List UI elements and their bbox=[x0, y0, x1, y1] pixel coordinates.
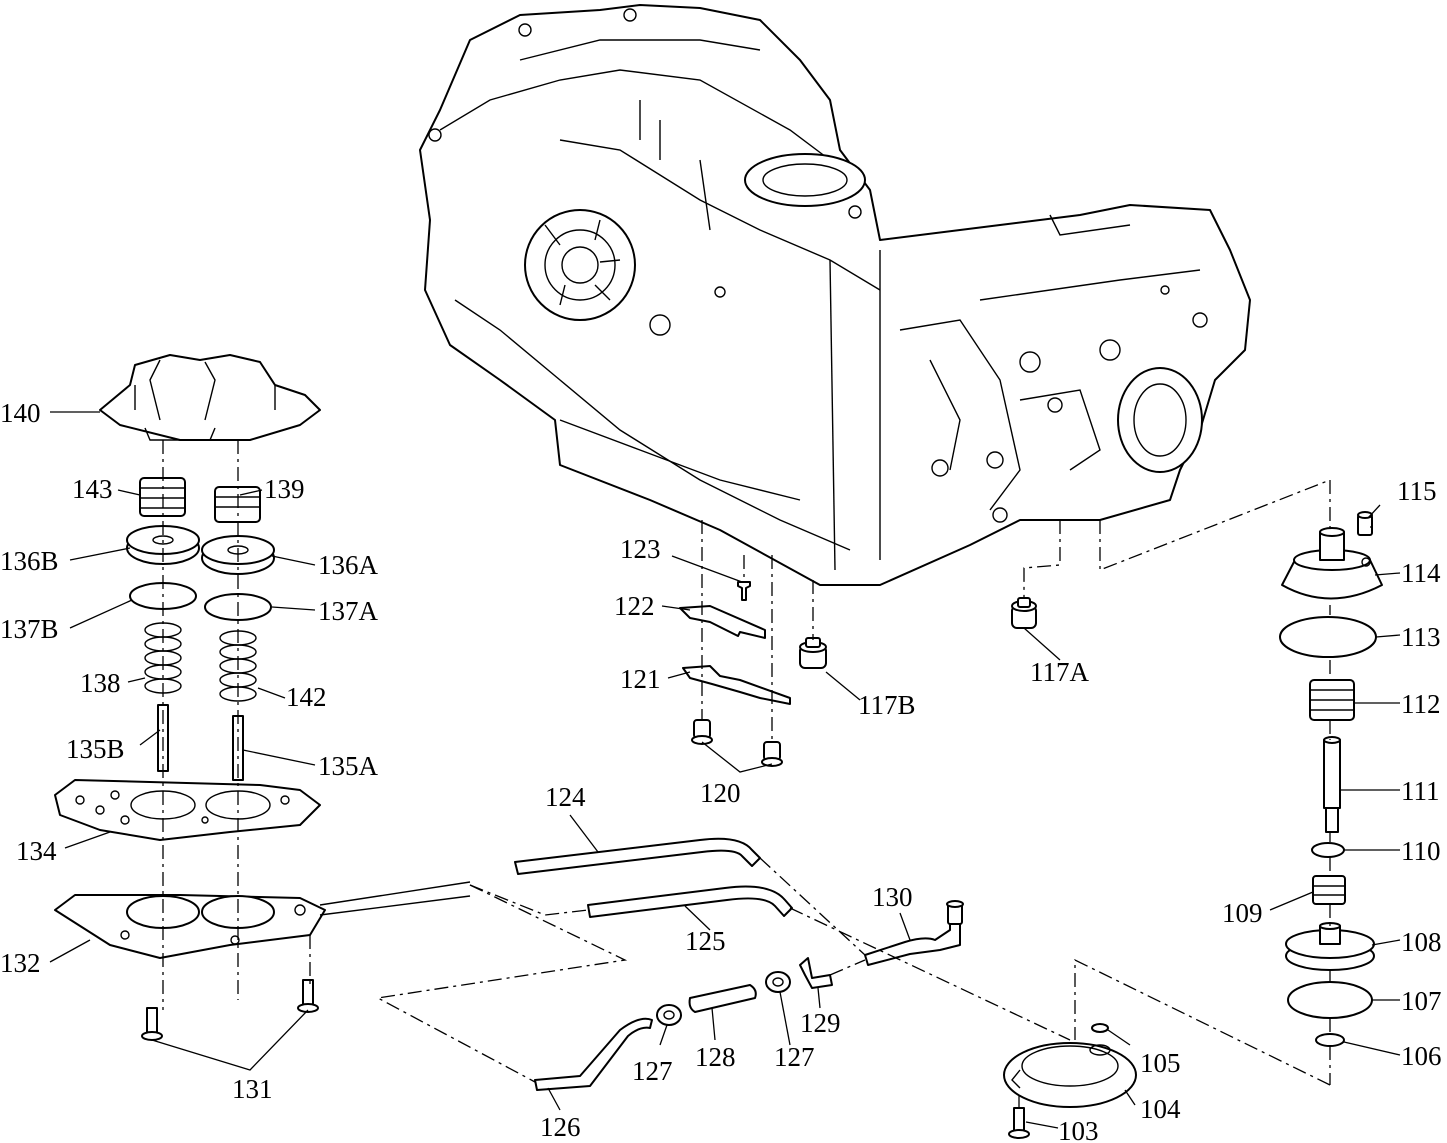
callout-131: 131 bbox=[232, 1074, 273, 1104]
callout-113: 113 bbox=[1401, 622, 1441, 652]
callout-127-right: 127 bbox=[774, 1042, 815, 1072]
center-parts bbox=[679, 581, 1037, 767]
bolt-123 bbox=[737, 581, 751, 601]
callout-137B: 137B bbox=[0, 614, 59, 644]
plug-117A bbox=[1011, 597, 1037, 629]
spring-109 bbox=[1312, 875, 1346, 905]
callout-123: 123 bbox=[620, 534, 661, 564]
pin-115 bbox=[1357, 511, 1373, 536]
callout-142: 142 bbox=[286, 682, 327, 712]
callout-136A: 136A bbox=[318, 550, 379, 580]
leader-lines bbox=[49, 411, 1401, 1129]
gasket-134 bbox=[54, 779, 321, 841]
callout-129: 129 bbox=[800, 1008, 841, 1038]
seal-ring-107 bbox=[1287, 981, 1373, 1019]
callout-117B: 117B bbox=[858, 690, 916, 720]
piston-108 bbox=[1285, 922, 1375, 971]
callout-104: 104 bbox=[1140, 1094, 1181, 1124]
callout-127-left: 127 bbox=[632, 1056, 673, 1086]
callout-122: 122 bbox=[614, 591, 655, 621]
callout-132: 132 bbox=[0, 948, 41, 978]
washer-106 bbox=[1315, 1033, 1345, 1047]
callout-110: 110 bbox=[1401, 836, 1441, 866]
callout-115: 115 bbox=[1397, 476, 1437, 506]
spring-112 bbox=[1309, 679, 1355, 721]
callout-136B: 136B bbox=[0, 546, 59, 576]
bracket-122 bbox=[679, 605, 766, 639]
washer-110 bbox=[1311, 842, 1345, 858]
callout-labels: 140 143 139 136B 136A 137B 137A 138 142 … bbox=[0, 398, 1442, 1143]
transmission-case bbox=[419, 4, 1251, 586]
seal-105 bbox=[1091, 1023, 1109, 1033]
callout-109: 109 bbox=[1222, 898, 1263, 928]
piston-114 bbox=[1281, 527, 1383, 600]
callout-126: 126 bbox=[540, 1112, 581, 1142]
callout-105: 105 bbox=[1140, 1048, 1181, 1078]
callout-130: 130 bbox=[872, 882, 913, 912]
callout-137A: 137A bbox=[318, 596, 379, 626]
callout-114: 114 bbox=[1401, 558, 1441, 588]
stud-120-left bbox=[691, 719, 713, 745]
callout-139: 139 bbox=[264, 474, 305, 504]
piston-136B bbox=[126, 525, 200, 565]
callout-125: 125 bbox=[685, 926, 726, 956]
callout-107: 107 bbox=[1401, 986, 1442, 1016]
bracket-121 bbox=[682, 665, 791, 705]
assembly-axis-lines bbox=[162, 440, 1331, 1108]
callout-103: 103 bbox=[1058, 1116, 1099, 1143]
right-servo-stack bbox=[1279, 511, 1383, 1047]
bolt-131-left bbox=[141, 1007, 163, 1041]
bolt-103 bbox=[1008, 1107, 1030, 1139]
seal-ring-113 bbox=[1279, 616, 1377, 658]
callout-108: 108 bbox=[1401, 927, 1442, 957]
callout-138: 138 bbox=[80, 668, 121, 698]
callout-121: 121 bbox=[620, 664, 661, 694]
stud-120-right bbox=[761, 741, 783, 767]
callout-112: 112 bbox=[1401, 689, 1441, 719]
callout-106: 106 bbox=[1401, 1041, 1442, 1071]
callout-117A: 117A bbox=[1030, 657, 1089, 687]
callout-124: 124 bbox=[545, 782, 586, 812]
callout-134: 134 bbox=[16, 836, 57, 866]
callout-135B: 135B bbox=[66, 734, 125, 764]
callout-128: 128 bbox=[695, 1042, 736, 1072]
bolt-131-right bbox=[297, 979, 319, 1013]
callout-135A: 135A bbox=[318, 751, 379, 781]
callout-140: 140 bbox=[0, 398, 41, 428]
body-132 bbox=[54, 894, 326, 959]
filter-104 bbox=[1003, 1042, 1137, 1108]
plug-117B bbox=[799, 637, 827, 669]
callout-143: 143 bbox=[72, 474, 113, 504]
cover-140 bbox=[99, 354, 321, 441]
callout-120: 120 bbox=[700, 778, 741, 808]
rod-111 bbox=[1323, 736, 1341, 833]
callout-111: 111 bbox=[1401, 776, 1440, 806]
